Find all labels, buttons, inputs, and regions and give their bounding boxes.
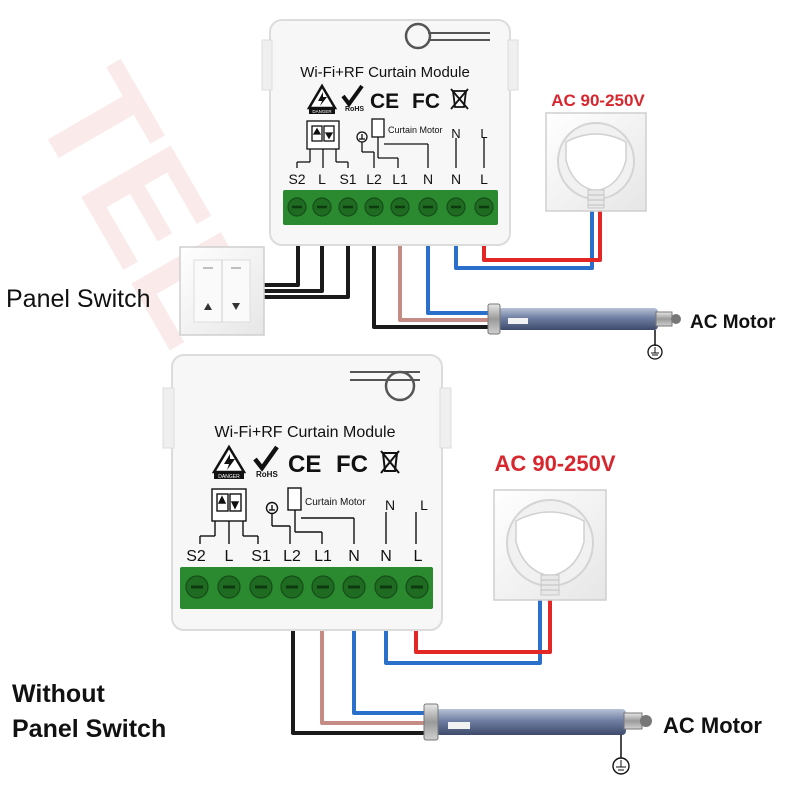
ac-motor-bottom — [423, 703, 652, 775]
wire-s2 — [262, 238, 300, 287]
switch-symbol-icon — [311, 125, 335, 142]
module-schematic — [296, 118, 485, 168]
panel-switch-label: Panel Switch — [6, 285, 151, 313]
terminal-label: L — [225, 548, 234, 565]
danger-label: DANGER — [218, 474, 240, 480]
without-label-line1: Without — [12, 680, 105, 708]
rohs-label: RoHS — [345, 106, 364, 113]
terminal-label: S2 — [186, 548, 206, 565]
wire-n-motor — [352, 628, 432, 715]
bottom-wires — [291, 596, 552, 735]
wire-n-motor — [426, 238, 490, 315]
ac-motor-label: AC Motor — [663, 713, 762, 738]
module-title: Wi-Fi+RF Curtain Module — [300, 64, 470, 81]
ac-motor-top — [487, 303, 681, 360]
wire-l2 — [372, 238, 490, 329]
rohs-label: RoHS — [256, 470, 278, 479]
weee-icon — [380, 450, 400, 474]
power-terminal-label: N — [385, 497, 395, 513]
terminal-label: N — [451, 171, 461, 187]
motor-icon — [487, 303, 681, 360]
terminal-label: L2 — [366, 171, 382, 187]
panel-switch[interactable] — [179, 246, 265, 336]
ce-icon: CE — [288, 451, 321, 478]
terminal-label: N — [423, 171, 433, 187]
curtain-motor-label: Curtain Motor — [388, 125, 443, 135]
fc-icon: FC — [412, 90, 440, 113]
terminal-label: L1 — [392, 171, 408, 187]
check-icon: RoHS — [253, 445, 279, 479]
terminal-block — [180, 567, 433, 609]
down-arrow-icon — [232, 303, 240, 310]
power-socket-icon — [493, 489, 607, 601]
terminal-label: S1 — [339, 171, 356, 187]
terminal-block — [283, 190, 498, 225]
check-icon: RoHS — [341, 84, 364, 113]
top-diagram: Wi-Fi+RF Curtain Module DANGER RoHS CE F… — [179, 19, 776, 360]
curtain-module-top: Wi-Fi+RF Curtain Module DANGER RoHS CE F… — [261, 19, 519, 246]
terminal-label: L — [318, 171, 326, 187]
wire-s1 — [262, 238, 350, 299]
wire-l-power — [482, 210, 602, 262]
terminal-label: S1 — [251, 548, 271, 565]
switch-symbol-icon — [216, 493, 242, 512]
curtain-module-bottom: Wi-Fi+RF Curtain Module DANGER RoHS CE F… — [162, 354, 452, 631]
motor-icon — [423, 703, 652, 775]
power-socket-bottom — [493, 489, 607, 601]
ac-motor-label: AC Motor — [690, 312, 776, 333]
wire-l-power — [414, 596, 552, 654]
antenna-icon — [350, 370, 420, 402]
wire-n-power — [384, 596, 542, 665]
curtain-motor-label: Curtain Motor — [305, 497, 366, 508]
power-terminal-label: L — [480, 126, 487, 141]
power-terminal-label: L — [420, 497, 428, 513]
wire-n-power — [454, 210, 594, 270]
curtain-motor-symbol-icon — [371, 118, 385, 138]
weee-icon — [450, 88, 469, 110]
fc-icon: FC — [336, 451, 368, 478]
terminal-label: S2 — [288, 171, 305, 187]
power-terminal-label: N — [451, 126, 460, 141]
bottom-diagram: Wi-Fi+RF Curtain Module DANGER RoHS CE F… — [162, 354, 762, 775]
power-socket-icon — [545, 112, 647, 212]
ground-icon — [265, 501, 279, 515]
terminal-label: L1 — [314, 548, 332, 565]
danger-icon: DANGER — [211, 444, 247, 480]
top-wires — [262, 210, 602, 329]
without-label-line2: Panel Switch — [12, 715, 166, 743]
wire-l2 — [291, 628, 432, 735]
power-socket-top — [545, 112, 647, 212]
terminal-label: N — [380, 548, 392, 565]
danger-icon: DANGER — [306, 83, 338, 114]
antenna-icon — [404, 22, 490, 50]
danger-label: DANGER — [312, 109, 332, 114]
module-title: Wi-Fi+RF Curtain Module — [215, 424, 396, 441]
terminal-label: N — [348, 548, 360, 565]
terminal-label: L — [480, 171, 488, 187]
terminal-label: L2 — [283, 548, 301, 565]
ac-voltage-label: AC 90-250V — [494, 451, 615, 476]
wire-l1 — [398, 238, 490, 322]
wire-l1 — [320, 628, 432, 725]
terminal-label: L — [414, 548, 423, 565]
wire-l — [262, 238, 324, 293]
ce-icon: CE — [370, 90, 399, 113]
curtain-motor-symbol-icon — [287, 487, 302, 511]
up-arrow-icon — [204, 303, 212, 310]
module-schematic — [199, 487, 417, 544]
ac-voltage-label: AC 90-250V — [551, 91, 645, 110]
